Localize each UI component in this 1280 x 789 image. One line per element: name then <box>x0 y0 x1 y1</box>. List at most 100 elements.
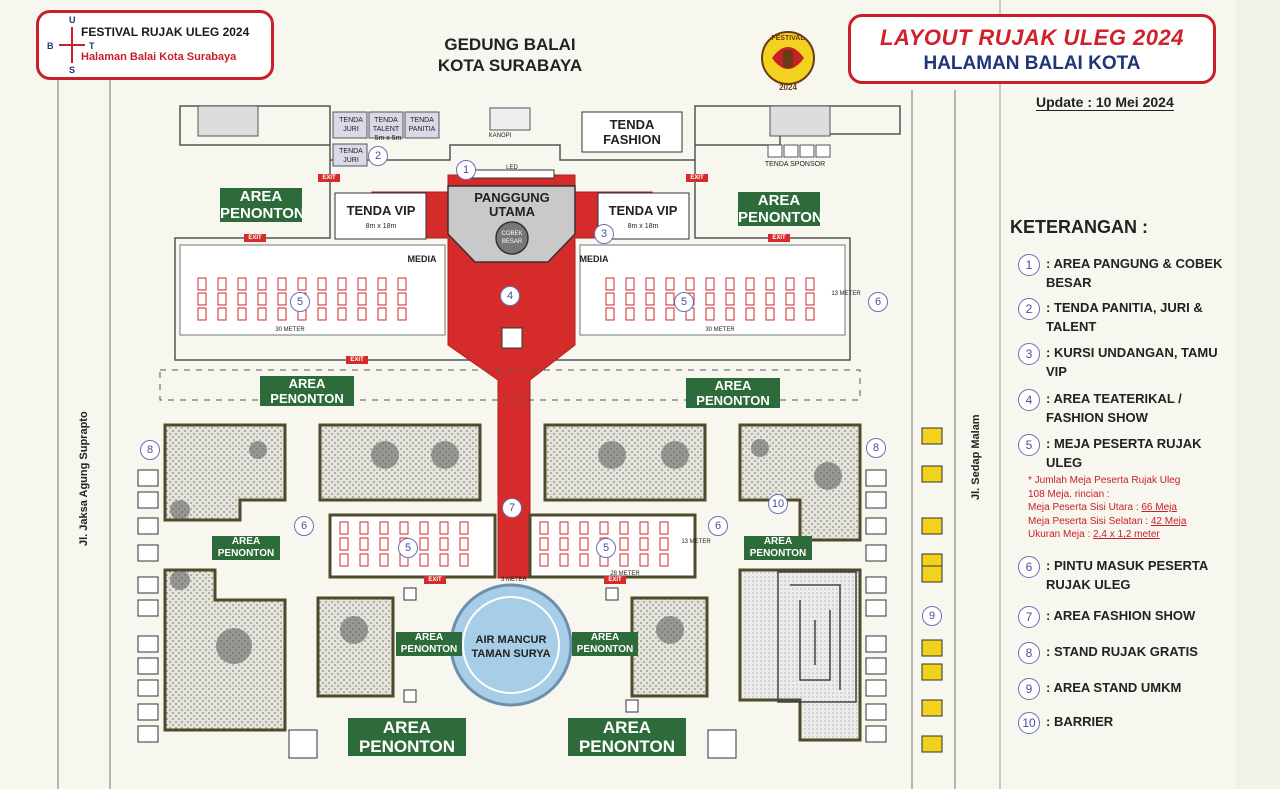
exit-sign: EXIT <box>244 234 266 242</box>
legend-text: : MEJA PESERTA RUJAK ULEG <box>1046 436 1202 470</box>
participant-table <box>379 537 389 551</box>
participant-table <box>559 553 569 567</box>
legend-heading: KETERANGAN : <box>1010 217 1148 237</box>
participant-table <box>659 537 669 551</box>
participant-table <box>297 277 307 291</box>
participant-table <box>659 553 669 567</box>
legend-number: 3 <box>1018 343 1040 365</box>
logo-text-bottom: 2024 <box>779 83 797 92</box>
area-penonton-label: AREA <box>738 192 820 209</box>
cobek-besar <box>495 221 529 255</box>
area-penonton-label: PENONTON <box>348 737 466 756</box>
participant-table <box>685 277 695 291</box>
kiosk-stand <box>137 635 159 653</box>
note-label: Ukuran Meja : <box>1028 529 1094 540</box>
participant-table <box>705 277 715 291</box>
participant-table <box>359 521 369 535</box>
participant-table <box>665 307 675 321</box>
participant-table <box>317 292 327 306</box>
participant-table <box>237 292 247 306</box>
meter-30-left: 30 METER <box>275 327 305 333</box>
note-line: Meja Peserta Sisi Utara : 66 Meja <box>1028 501 1228 515</box>
legend-item: 5: MEJA PESERTA RUJAK ULEG <box>1018 434 1233 472</box>
media-left-label: MEDIA <box>407 254 437 264</box>
participant-table <box>619 521 629 535</box>
meter-3-label: 3 METER <box>500 577 527 583</box>
map-number-marker: 9 <box>922 606 942 626</box>
area-penonton-label: AREA <box>260 376 354 391</box>
legend-item: 6: PINTU MASUK PESERTA RUJAK ULEG <box>1018 556 1233 594</box>
building-line-2: KOTA SURABAYA <box>437 56 583 75</box>
participant-table <box>745 292 755 306</box>
participant-table <box>339 521 349 535</box>
legend-number: 1 <box>1018 254 1040 276</box>
legend-number: 10 <box>1018 712 1040 734</box>
participant-table <box>725 277 735 291</box>
trees <box>170 439 842 664</box>
vip-size-right-label: 8m x 18m <box>627 223 659 230</box>
kiosk-stand <box>921 639 943 657</box>
maze <box>777 571 857 703</box>
legend-item: 8: STAND RUJAK GRATIS <box>1018 642 1233 664</box>
participant-table <box>539 553 549 567</box>
kiosk-stand <box>865 657 887 675</box>
participant-table <box>659 521 669 535</box>
participant-table <box>197 292 207 306</box>
kanopi-steps <box>489 107 531 131</box>
participant-table <box>705 292 715 306</box>
area-penonton-label: PENONTON <box>568 737 686 756</box>
participant-table <box>785 307 795 321</box>
map-number-marker: 8 <box>866 438 886 458</box>
participant-table <box>217 307 227 321</box>
participant-table <box>805 307 815 321</box>
tenda-vip-right-label: TENDA VIP <box>608 203 678 218</box>
tenda-juri-2-label: TENDA JURI <box>339 148 363 164</box>
participant-table <box>625 307 635 321</box>
led-label: LED <box>506 165 518 171</box>
participant-table <box>277 277 287 291</box>
participant-table <box>377 292 387 306</box>
festival-title: FESTIVAL RUJAK ULEG 2024 <box>81 25 250 39</box>
participant-table <box>337 277 347 291</box>
area-penonton-label: AREA <box>348 718 466 737</box>
area-penonton-label: AREA <box>744 536 812 548</box>
area-penonton-label: PENONTON <box>260 391 354 406</box>
participant-table <box>765 307 775 321</box>
exit-sign: EXIT <box>346 356 368 364</box>
participant-table <box>459 553 469 567</box>
stair-block-left <box>197 105 259 137</box>
stand-rujak-gratis-right <box>865 469 887 743</box>
exit-sign: EXIT <box>318 174 340 182</box>
fountain-label-2: TAMAN SURYA <box>471 648 551 660</box>
compass-west: B <box>47 41 54 51</box>
participant-table <box>805 277 815 291</box>
participant-table <box>579 537 589 551</box>
participant-table <box>619 537 629 551</box>
kiosk-stand <box>865 635 887 653</box>
participant-table <box>357 277 367 291</box>
legend-item: 9: AREA STAND UMKM <box>1018 678 1233 700</box>
layout-subtitle: HALAMAN BALAI KOTA <box>923 53 1141 74</box>
participant-table <box>725 292 735 306</box>
kiosk-stand <box>865 679 887 697</box>
participant-table <box>665 277 675 291</box>
garden-block <box>543 423 707 502</box>
participant-table <box>605 292 615 306</box>
area-penonton-label: AREA <box>572 632 638 644</box>
area-penonton-label: PENONTON <box>220 205 305 222</box>
kiosk-stand <box>137 657 159 675</box>
area-penonton-label: PENONTON <box>744 548 812 560</box>
participant-table <box>377 277 387 291</box>
exit-sign: EXIT <box>768 234 790 242</box>
participant-table <box>357 292 367 306</box>
tenda-vip-left-label: TENDA VIP <box>346 203 416 218</box>
tenda-juri-label: TENDA JURI <box>339 117 363 133</box>
note-label: Meja Peserta Sisi Utara : <box>1028 502 1142 513</box>
participant-table <box>725 307 735 321</box>
participant-table <box>639 537 649 551</box>
kiosk-stand <box>865 725 887 743</box>
participant-table <box>379 553 389 567</box>
participant-table <box>619 553 629 567</box>
tenda-sponsor-label: TENDA SPONSOR <box>764 161 826 168</box>
exit-sign: EXIT <box>686 174 708 182</box>
